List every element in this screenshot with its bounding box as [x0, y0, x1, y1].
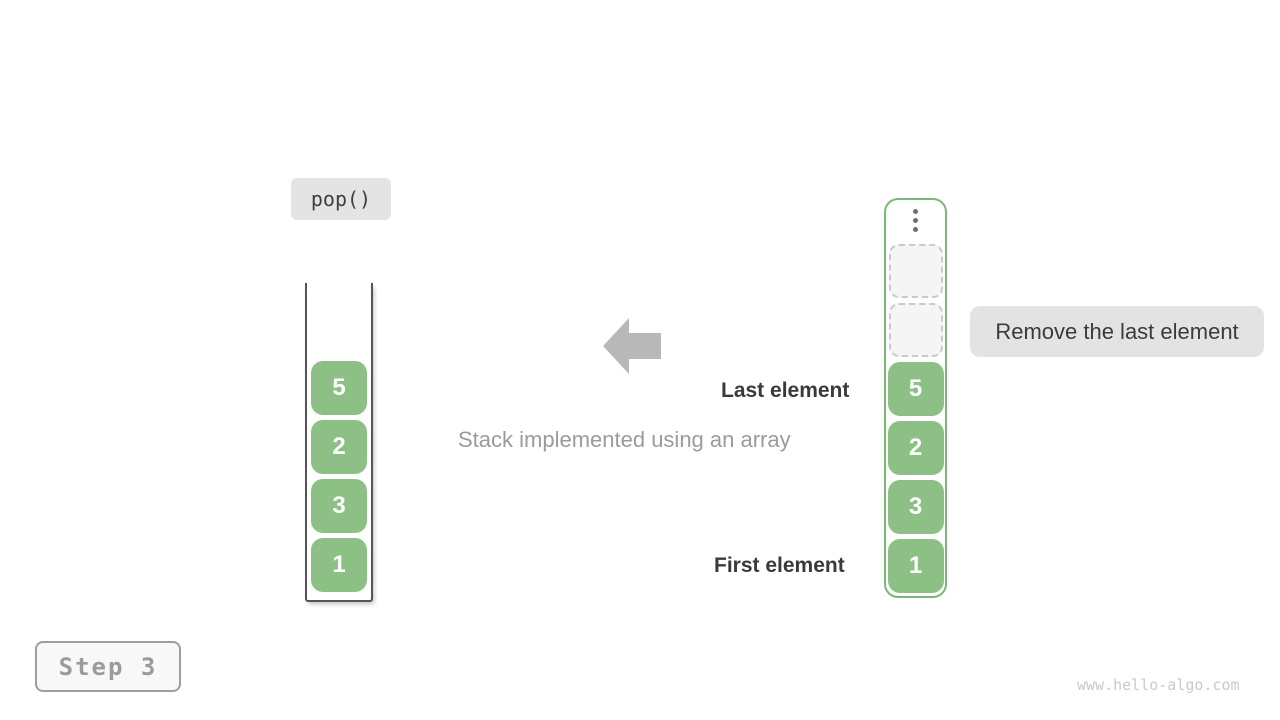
- stack-cell: 3: [311, 479, 367, 533]
- first-element-label: First element: [714, 554, 845, 577]
- last-element-label: Last element: [721, 379, 850, 402]
- array-cell: 1: [887, 539, 944, 593]
- pop-operation-label: pop(): [291, 178, 391, 220]
- array-container: 5 2 3 1: [884, 198, 947, 598]
- stack-cell: 2: [311, 420, 367, 474]
- stack-cell: 1: [311, 538, 367, 592]
- remove-last-element-label: Remove the last element: [970, 306, 1264, 357]
- step-badge: Step 3: [35, 641, 181, 692]
- ellipsis-icon: [913, 208, 918, 232]
- watermark: www.hello-algo.com: [1077, 676, 1240, 694]
- stack-container: 5 2 3 1: [305, 283, 373, 602]
- array-cell: 2: [887, 421, 944, 475]
- left-arrow-icon: [603, 318, 661, 374]
- array-cell: 3: [887, 480, 944, 534]
- diagram-caption: Stack implemented using an array: [458, 427, 791, 452]
- empty-array-slot: [888, 303, 943, 357]
- array-cell: 5: [887, 362, 944, 416]
- empty-array-slot: [888, 244, 943, 298]
- stack-cell: 5: [311, 361, 367, 415]
